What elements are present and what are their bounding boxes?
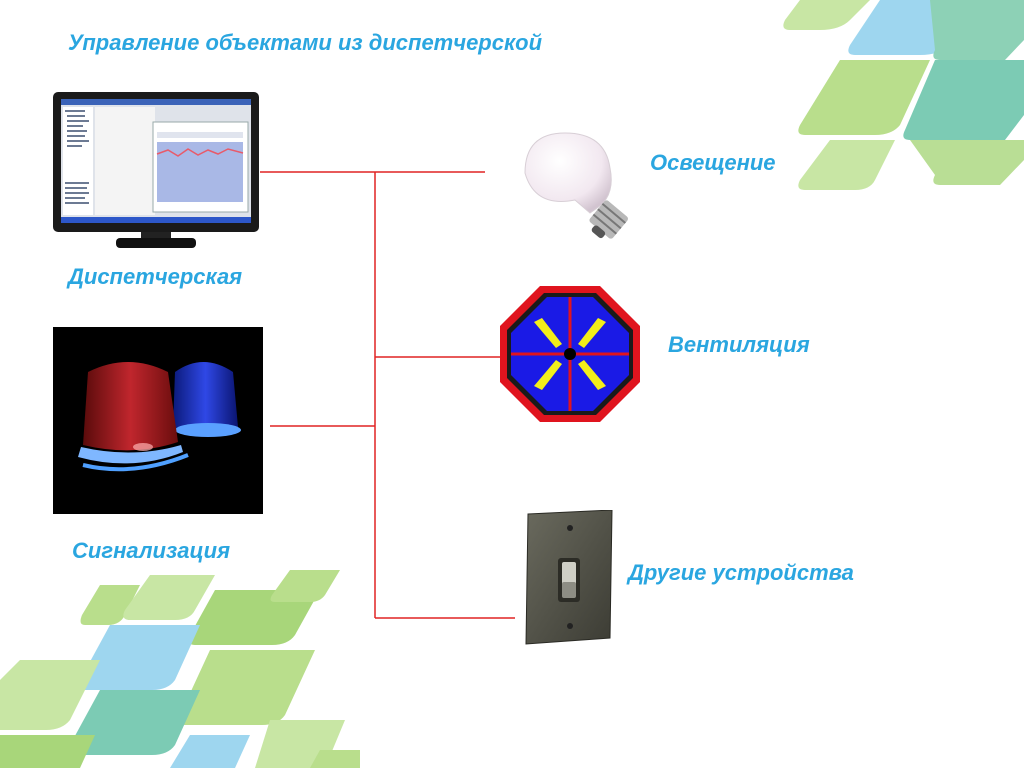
monitor-icon [53, 92, 259, 248]
label-other-devices: Другие устройства [628, 560, 854, 585]
decor-top-right [783, 0, 1024, 190]
decor-bottom-left [0, 570, 360, 768]
label-lighting: Освещение [650, 150, 776, 175]
siren-icon [53, 327, 263, 514]
fan-icon [500, 286, 640, 422]
label-dispatch: Диспетчерская [68, 264, 243, 289]
label-alarm: Сигнализация [72, 538, 231, 563]
page-title: Управление объектами из диспетчерской [68, 30, 543, 55]
label-ventilation: Вентиляция [668, 332, 810, 357]
switch-icon [525, 510, 613, 645]
light-bulb-icon [524, 132, 628, 239]
